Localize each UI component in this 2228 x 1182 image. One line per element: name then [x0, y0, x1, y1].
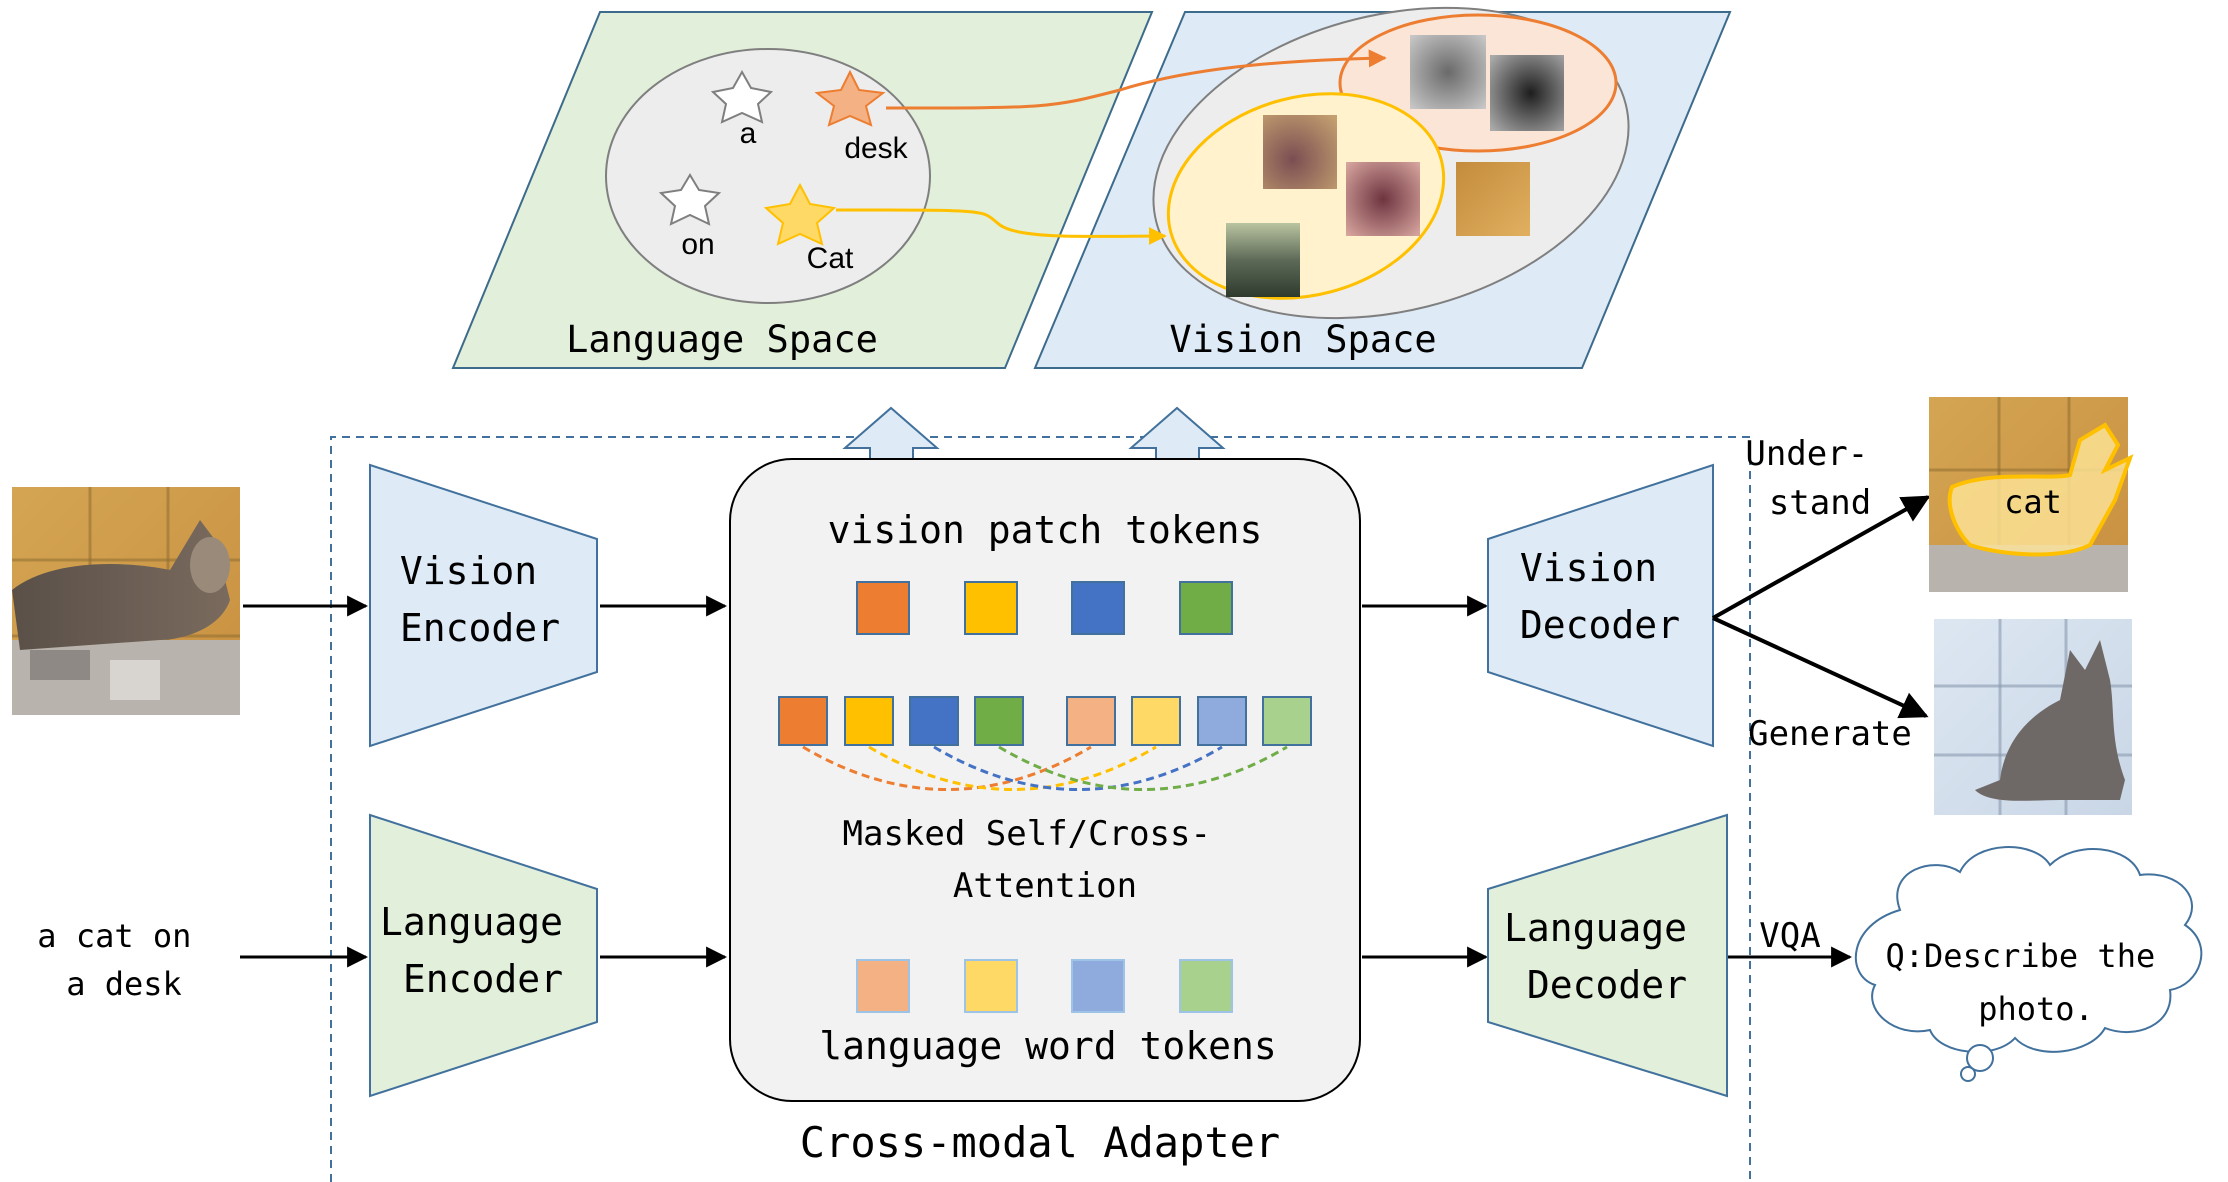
attention-curve-3	[933, 745, 1223, 791]
cross-modal-adapter: vision patch tokens Masked Self/Cross- A…	[729, 458, 1361, 1102]
vision-space-label: Vision Space	[1169, 318, 1436, 361]
language-encoder: Language Encoder	[369, 813, 598, 1098]
star-cat-icon	[763, 182, 837, 246]
attention-curve-1	[802, 745, 1092, 791]
vision-token-4	[1179, 581, 1233, 635]
svg-text:Language Encoder: Language Encoder	[380, 900, 586, 1001]
question-cloud: Q:Describe the photo.	[1854, 846, 2203, 1082]
vision-decoder-line-1: Vision	[1520, 546, 1657, 590]
vision-patch-2	[1490, 55, 1564, 131]
language-encoder-line-2: Encoder	[403, 957, 563, 1001]
star-desk-icon	[814, 69, 886, 127]
word-on: on	[681, 228, 714, 261]
attention-curves	[802, 745, 1288, 791]
star-a-icon	[710, 69, 774, 124]
mixed-token-7	[1197, 696, 1247, 746]
language-decoder: Language Decoder	[1487, 813, 1728, 1098]
attention-curve-4	[998, 745, 1288, 791]
language-token-4	[1179, 959, 1233, 1013]
input-text-line-2: a desk	[66, 965, 182, 1003]
vision-patch-4	[1346, 162, 1420, 236]
svg-text:Under- stand: Under- stand	[1745, 434, 1888, 523]
desk-mapping-arrow	[885, 49, 1387, 110]
mixed-token-2	[844, 696, 894, 746]
attention-label-line-2: Attention	[953, 866, 1137, 906]
understand-label-line-1: Under-	[1745, 434, 1868, 474]
language-cluster	[605, 48, 931, 304]
language-tokens-row	[856, 959, 1233, 1013]
star-on-icon	[658, 173, 722, 226]
input-text: a cat on a desk	[37, 917, 210, 1003]
mixed-token-8	[1262, 696, 1312, 746]
vision-encoder-line-2: Encoder	[400, 606, 560, 650]
language-decoder-line-1: Language	[1504, 906, 1687, 950]
mixed-token-1	[778, 696, 828, 746]
adapter-caption: Cross-modal Adapter	[800, 1118, 1280, 1167]
language-space-panel: a desk on Cat Language Space	[451, 11, 1154, 369]
language-token-3	[1071, 959, 1125, 1013]
segmentation-mask	[1947, 422, 2134, 557]
generated-cat-image	[1934, 619, 2132, 815]
vision-token-2	[964, 581, 1018, 635]
language-space-label: Language Space	[566, 318, 878, 361]
word-a: a	[740, 117, 757, 150]
word-desk: desk	[844, 132, 908, 165]
question-line-2: photo.	[1978, 990, 2094, 1028]
mixed-token-4	[974, 696, 1024, 746]
mixed-token-3	[909, 696, 959, 746]
cat-mapping-arrow	[835, 208, 1167, 246]
language-encoder-line-1: Language	[380, 900, 563, 944]
mixed-token-6	[1131, 696, 1181, 746]
generate-label: Generate	[1748, 714, 1912, 754]
language-token-2	[964, 959, 1018, 1013]
vision-patch-6	[1226, 223, 1300, 297]
question-line-1: Q:Describe the	[1886, 937, 2156, 975]
vqa-label: VQA	[1759, 916, 1820, 956]
segmentation-label: cat	[2004, 483, 2062, 521]
language-token-1	[856, 959, 910, 1013]
svg-text:Q:Describe the photo.: Q:Describe the photo.	[1886, 937, 2175, 1028]
mixed-token-5	[1066, 696, 1116, 746]
input-cat-image	[12, 487, 240, 715]
vision-tokens-label: vision patch tokens	[828, 508, 1263, 552]
vision-token-3	[1071, 581, 1125, 635]
vision-encoder-line-1: Vision	[400, 549, 537, 593]
understand-arrow	[1712, 495, 1931, 620]
svg-text:Language Decoder: Language Decoder	[1504, 906, 1710, 1007]
vision-decoder: Vision Decoder	[1487, 463, 1714, 748]
vision-tokens-row	[856, 581, 1233, 635]
segmentation-output-image: cat	[1929, 397, 2134, 592]
attention-curve-2	[868, 745, 1157, 791]
svg-text:Vision Encoder: Vision Encoder	[400, 549, 560, 650]
vision-token-1	[856, 581, 910, 635]
mixed-tokens-row	[778, 696, 1312, 746]
cloud-bubble-small	[1960, 1066, 1976, 1082]
word-cat: Cat	[807, 242, 854, 275]
cloud-bubble-large	[1966, 1044, 1994, 1072]
vision-patch-5	[1456, 162, 1530, 236]
vision-patch-1	[1410, 35, 1486, 109]
vision-decoder-line-2: Decoder	[1520, 603, 1680, 647]
attention-label-line-1: Masked Self/Cross-	[843, 814, 1211, 854]
model-dashed-frame	[330, 436, 1751, 1182]
svg-text:Vision Decoder: Vision Decoder	[1520, 546, 1680, 647]
svg-text:Masked Self/Cross- Atten: Masked Self/Cross- Attention	[843, 814, 1232, 906]
vision-patch-3	[1263, 115, 1337, 189]
input-text-line-1: a cat on	[37, 917, 191, 955]
vision-space-panel: Vision Space	[1033, 6, 1732, 369]
generate-arrow	[1712, 616, 1929, 719]
language-tokens-label: language word tokens	[819, 1024, 1277, 1068]
language-decoder-line-2: Decoder	[1527, 963, 1687, 1007]
vision-encoder: Vision Encoder	[369, 463, 598, 748]
understand-label-line-2: stand	[1769, 483, 1871, 523]
